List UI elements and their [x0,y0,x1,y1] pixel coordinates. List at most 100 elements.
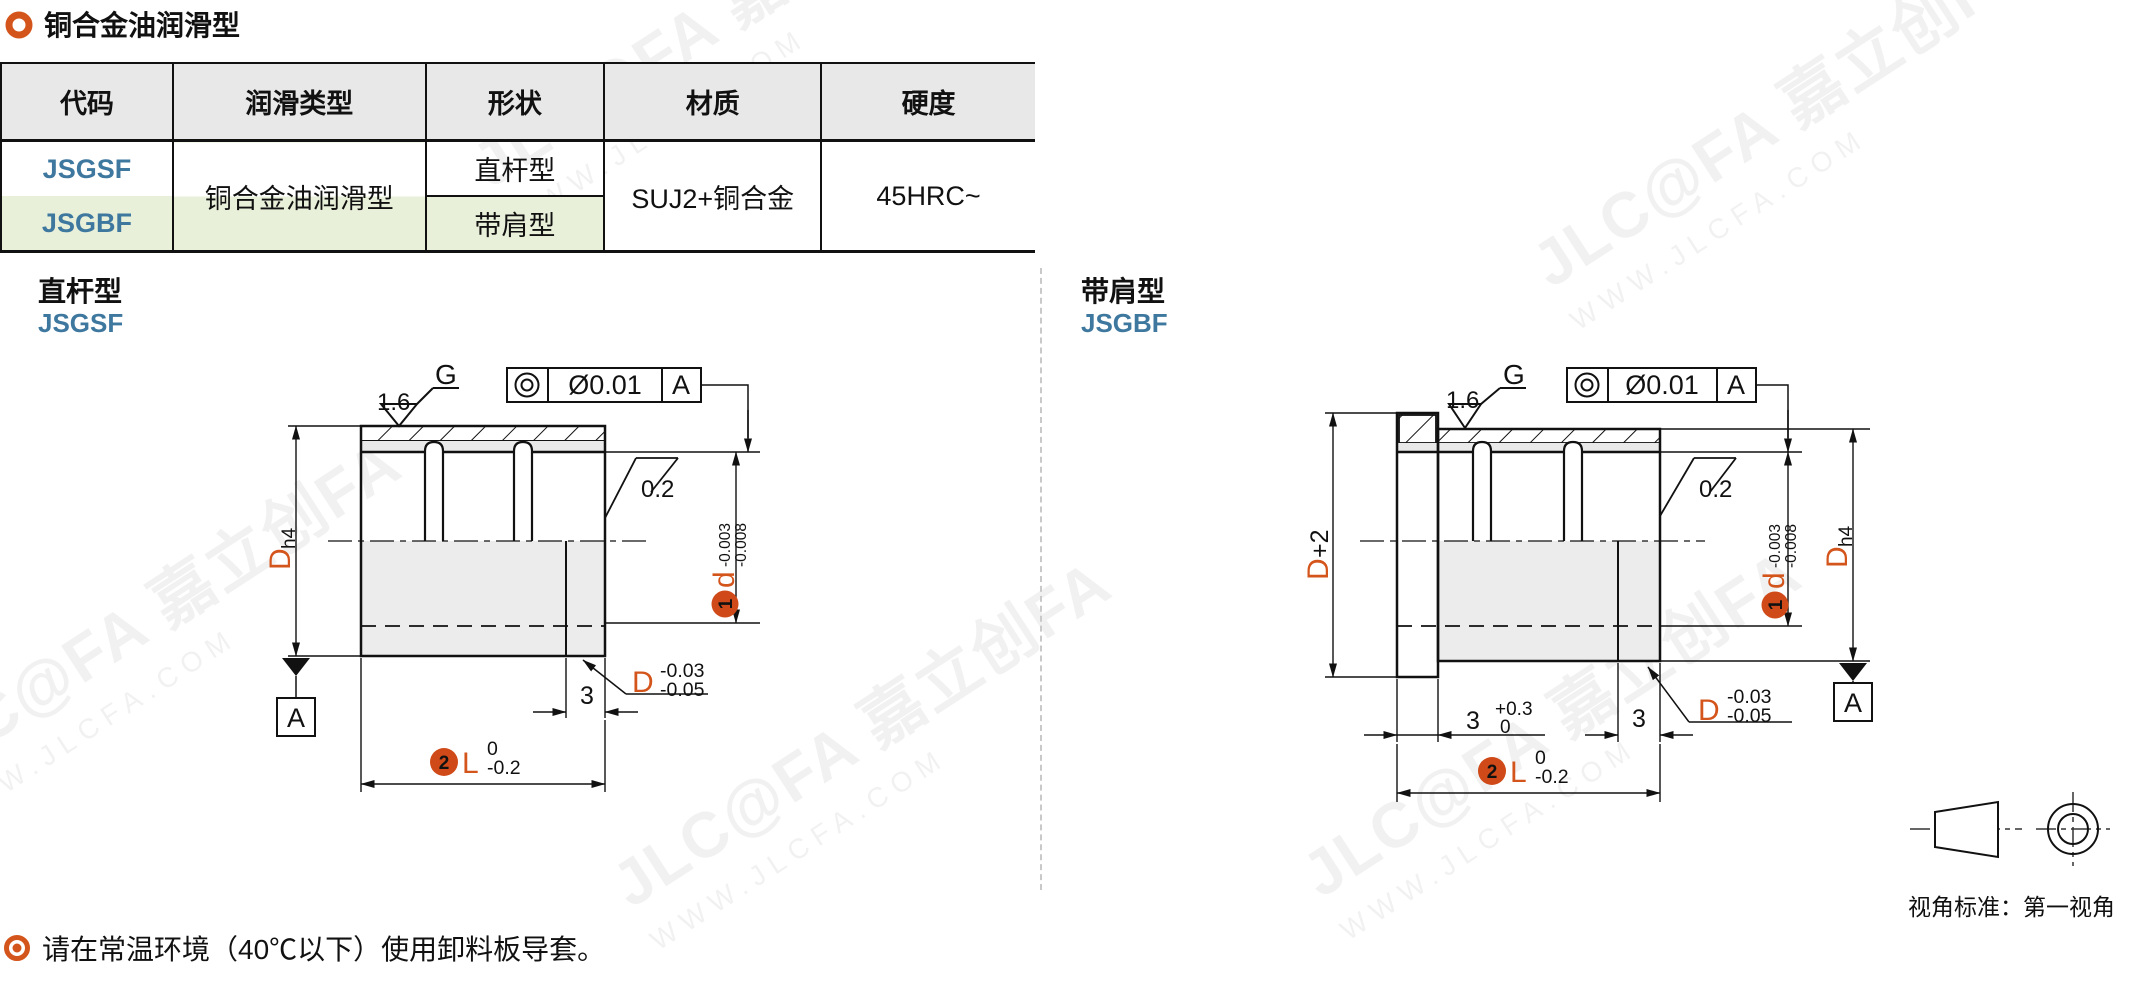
watermark: JLC@FA 嘉立创FA WWW.JLCFA.COM [1511,0,2067,337]
tolerance-frame: Ø0.01 A [506,367,752,453]
page-heading: 铜合金油润滑型 [4,4,240,44]
svg-text:1: 1 [1766,599,1787,610]
datum-triangle [282,658,310,676]
shape-shoulder-cell: 带肩型 [425,196,606,252]
left-section-title: 直杆型 [38,276,123,307]
datum-label: A [1844,688,1862,718]
surface-roughness-side-label: 0.2 [1699,476,1732,503]
col-header-hardness: 硬度 [821,63,1035,142]
dim-d-tol-lower: -0.008 [1783,524,1800,568]
ring-bullet-icon [5,11,33,39]
concentricity-icon [520,378,534,392]
dim-L-tol-lower: -0.2 [1535,766,1569,788]
table-header-row: 代码 润滑类型 形状 材质 硬度 [1,63,1035,142]
shoulder-hatch [1398,414,1437,444]
circled-number-1 [711,590,739,618]
surface-roughness-label: 1.6 [377,389,410,416]
dim-L-letter: L [462,747,479,780]
col-header-lubrication: 润滑类型 [172,63,427,142]
surface-roughness-side-label: 0.2 [641,476,674,503]
dim-D-sub: h4 [279,527,300,549]
left-section-code: JSGSF [38,308,124,338]
dim-D-letter: D [1302,558,1335,580]
cone-front-view [2047,803,2099,855]
dim-D-tol-lower: -0.05 [1727,705,1772,727]
hardness-cell: 45HRC~ [876,180,981,211]
dim-L-tol-upper: 0 [1535,747,1546,769]
tolerance-value: Ø0.01 [1625,370,1699,400]
surface-grade-label: G [435,359,457,390]
bushing-body [1360,411,1705,679]
surface-roughness-label: 1.6 [1446,387,1479,414]
dim-end-value: 3 [580,682,594,710]
code-jsgbf: JSGBF [1,196,174,252]
dim-end-value: 3 [1632,705,1646,733]
dim-L: 2 L 0 -0.2 [360,658,606,792]
dim-D-callout: D -0.03 -0.05 [582,659,708,701]
circled-number-2 [1478,757,1506,785]
dim-D-callout: D -0.03 -0.05 [1647,666,1792,727]
datum-label: A [287,703,305,733]
dim-D-tol-lower: -0.05 [660,679,705,701]
dim-D-letter: D [1698,694,1720,727]
dim-D-suffix: +2 [1306,529,1334,558]
dim-D-tol-upper: -0.03 [660,660,704,682]
dim-D-letter: D [632,666,654,699]
oil-groove [1471,440,1493,541]
drawing-straight-type: G 1.6 Ø0.01 A 1 d -0.003 -0.008 [264,359,760,792]
svg-text:2: 2 [439,753,450,774]
datum-box [1833,682,1873,722]
code-jsgsf: JSGSF [1,140,174,196]
material-cell: SUJ2+铜合金 [604,140,823,252]
oil-groove [423,440,445,541]
dim-d-tol-upper: -0.003 [1767,524,1784,568]
dim-L-letter: L [1510,756,1527,789]
cone-side-view [1934,800,1999,859]
usage-note: 请在常温环境（40℃以下）使用卸料板导套。 [2,928,605,968]
tolerance-value: Ø0.01 [568,370,642,400]
datum-box [276,697,316,737]
dim-Dh4: D h4 A [264,425,361,737]
drawing-shoulder-type: G 1.6 Ø0.01 A 1 d -0.003 -0.008 [1302,359,1873,802]
surface-finish-side [1659,457,1737,517]
tolerance-frame: Ø0.01 A [1566,367,1792,453]
dim-L-tol-upper: 0 [487,738,498,760]
dim-shoulder-3: 3 +0.3 0 [1364,679,1545,742]
dim-end-3: 3 [533,658,638,718]
circled-number-1 [1761,591,1789,619]
oil-groove [1562,440,1584,541]
dim-Dh4: D h4 A [1660,428,1873,722]
lubrication-type-cell: 铜合金油润滑型 [172,140,427,252]
dim-d-tol-lower: -0.008 [733,523,750,567]
datum-triangle [1839,663,1867,681]
dim-L: 2 L 0 -0.2 [1396,744,1661,802]
concentricity-icon [1580,378,1594,392]
knurl-hatch-band [1437,428,1661,444]
projection-caption: 视角标准：第一视角 [1908,894,2115,920]
spec-table: 代码 润滑类型 形状 材质 硬度 JSGSF 铜合金油润滑型 直杆型 SUJ2+… [0,62,1035,253]
surface-finish-side [604,457,679,519]
dim-D-tol-upper: -0.03 [1727,686,1771,708]
dim-end-3: 3 [1585,663,1693,742]
oil-groove [512,440,534,541]
dim-shoulder-tol-upper: +0.3 [1495,699,1533,720]
watermark-logo: JLC@FA 嘉立创FA [1519,0,2044,301]
surface-grade-label: G [1503,359,1525,390]
right-section-code: JSGBF [1081,308,1168,338]
surface-finish-top [378,387,459,428]
bullseye-bullet-icon [4,935,30,961]
dim-shoulder-value: 3 [1466,707,1480,735]
knurl-hatch-band [360,425,606,442]
shape-straight-cell: 直杆型 [425,140,606,197]
tolerance-datum: A [1727,370,1745,400]
col-header-material: 材质 [604,63,823,142]
svg-text:1: 1 [716,598,737,609]
first-angle-projection-icon [1910,792,2110,866]
svg-text:2: 2 [1487,762,1498,783]
column-divider [1040,268,1042,890]
dim-d: 1 d -0.003 -0.008 [1660,451,1802,627]
part-outline [1436,427,1662,663]
concentricity-icon [1574,372,1600,398]
surface-finish-top [1447,387,1526,430]
bushing-body [328,424,648,658]
